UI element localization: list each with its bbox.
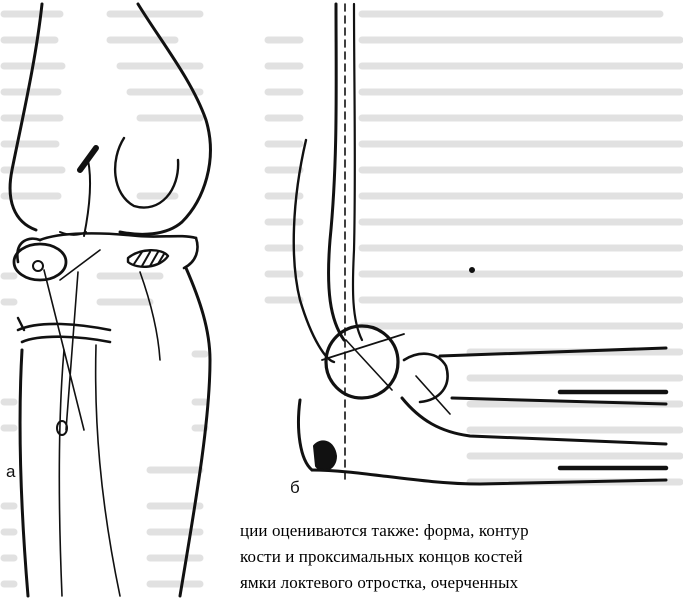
olecranon-outline	[299, 400, 313, 470]
capitulum-circle	[326, 326, 398, 398]
radial-head	[404, 354, 448, 402]
olecranon-dark-fragment	[314, 441, 336, 470]
caption-line-3: ямки локтевого отростка, очерченных	[240, 573, 518, 593]
radius-lower-edge	[452, 398, 666, 404]
figure-label-b: б	[290, 478, 300, 498]
caption-line-2: кости и проксимальных концов костей	[240, 547, 523, 567]
radius-upper-edge	[440, 348, 666, 356]
humerus-right	[353, 4, 362, 340]
ulna-lower-edge	[312, 470, 666, 484]
caption-line-1: ции оцениваются также: форма, контур	[240, 521, 529, 541]
axis-line-diagonal	[416, 376, 450, 414]
humerus-left	[329, 4, 344, 340]
figure-label-a: а	[6, 462, 15, 482]
